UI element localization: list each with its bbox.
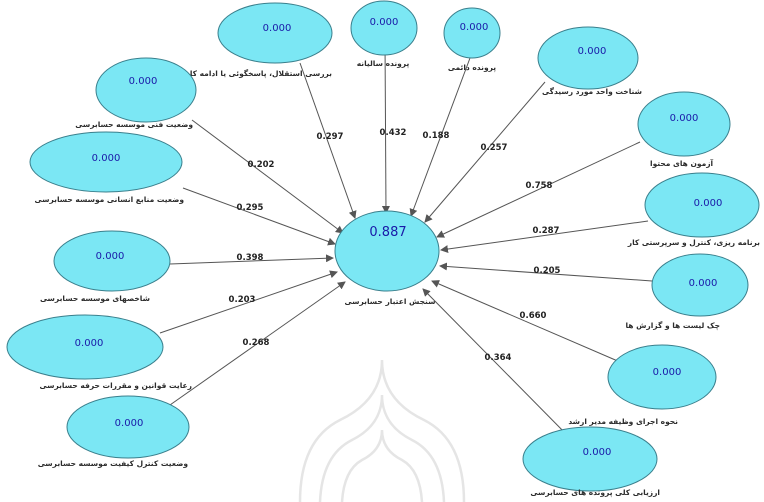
edge-n9 [169, 254, 334, 265]
edge-weight-n11: 0.203 [229, 295, 256, 305]
edge-n3 [409, 57, 471, 217]
edge-n14 [422, 288, 573, 441]
node-value: 0.000 [129, 76, 158, 87]
node-value: 0.000 [689, 278, 718, 289]
node-value: 0.000 [115, 418, 144, 429]
node-n13[interactable]: 0.000 وضعیت کنترل کیفیت موسسه حسابرسی [38, 395, 190, 468]
node-label: پرونده سالیانه [357, 59, 410, 68]
node-n14[interactable]: 0.000 ارزیابی کلی پرونده های حسابرسی [522, 426, 660, 497]
node-value: 0.000 [460, 22, 489, 33]
watermark-logo [298, 359, 466, 502]
node-n10[interactable]: 0.000 چک لیست ها و گزارش ها [625, 253, 749, 330]
node-label: شناخت واحد مورد رسیدگی [542, 87, 642, 96]
node-label: ارزیابی کلی پرونده های حسابرسی [530, 488, 660, 497]
node-label: برنامه ریزی، کنترل و سرپرستی کار [627, 238, 760, 247]
node-n8[interactable]: 0.000 برنامه ریزی، کنترل و سرپرستی کار [627, 172, 760, 247]
node-label: وضعیت کنترل کیفیت موسسه حسابرسی [38, 459, 189, 468]
node-n9[interactable]: 0.000 شاخصهای موسسه حسابرسی [40, 230, 171, 303]
node-n7[interactable]: 0.000 وضعیت منابع انسانی موسسه حسابرسی [29, 131, 185, 204]
edge-weight-n5: 0.202 [248, 160, 275, 170]
edge-n7 [182, 187, 336, 246]
edges [159, 39, 653, 441]
node-n11[interactable]: 0.000 رعایت قوانین و مقررات حرفه حسابرسی [6, 314, 192, 390]
node-label: رعایت قوانین و مقررات حرفه حسابرسی [39, 381, 192, 390]
node-n6[interactable]: 0.000 آزمون های محتوا [637, 91, 731, 168]
edge-weight-n12: 0.660 [520, 311, 547, 321]
edge-weight-n13: 0.268 [243, 338, 270, 348]
edge-weight-n7: 0.295 [237, 203, 264, 213]
edge-n8 [440, 220, 649, 253]
edge-weight-n8: 0.287 [533, 226, 560, 236]
node-label: وضعیت فنی موسسه حسابرسی [75, 120, 193, 129]
node-label: نحوه اجرای وظیفه مدیر ارشد [568, 417, 678, 426]
node-n1[interactable]: 0.000 بررسی استقلال، پاسخگوئی یا ادامه ک… [185, 2, 333, 78]
node-label: شاخصهای موسسه حسابرسی [40, 294, 150, 303]
edge-n2 [381, 39, 390, 214]
node-n2[interactable]: 0.000 پرونده سالیانه [350, 0, 418, 68]
node-n4[interactable]: 0.000 شناخت واحد مورد رسیدگی [537, 26, 642, 96]
edge-n11 [159, 270, 338, 334]
node-value: 0.000 [370, 17, 399, 28]
node-label: پرونده دائمی [448, 63, 496, 72]
node-n3[interactable]: 0.000 پرونده دائمی [443, 7, 501, 72]
edge-n10 [439, 262, 653, 282]
edge-weight-n2: 0.432 [380, 128, 407, 138]
edge-weights: 0.297 0.432 0.188 0.257 0.202 0.758 0.29… [229, 128, 561, 363]
edge-weight-n9: 0.398 [237, 253, 264, 263]
node-label: آزمون های محتوا [650, 158, 714, 168]
edge-n6 [436, 141, 641, 238]
node-value: 0.000 [653, 367, 682, 378]
node-value: 0.000 [92, 153, 121, 164]
node-value: 0.000 [694, 198, 723, 209]
node-label: چک لیست ها و گزارش ها [625, 321, 720, 330]
node-n12[interactable]: 0.000 نحوه اجرای وظیفه مدیر ارشد [568, 344, 717, 426]
edge-weight-n10: 0.205 [534, 266, 561, 276]
node-n5[interactable]: 0.000 وضعیت فنی موسسه حسابرسی [75, 57, 197, 129]
node-value: 0.000 [670, 113, 699, 124]
node-value: 0.000 [75, 338, 104, 349]
edge-n4 [424, 81, 546, 223]
node-value: 0.000 [583, 447, 612, 458]
edge-n1 [299, 62, 357, 219]
node-value: 0.000 [263, 23, 292, 34]
center-node-label: سنجش اعتبار حسابرسی [345, 297, 436, 306]
center-node[interactable]: 0.887 سنجش اعتبار حسابرسی [334, 210, 440, 306]
edge-n12 [431, 280, 621, 363]
node-label: وضعیت منابع انسانی موسسه حسابرسی [35, 195, 185, 204]
edge-weight-n3: 0.188 [423, 131, 450, 141]
edge-weight-n14: 0.364 [485, 353, 512, 363]
node-value: 0.000 [578, 46, 607, 57]
edge-n5 [191, 119, 344, 234]
edge-n13 [159, 281, 346, 413]
edge-weight-n1: 0.297 [317, 132, 344, 142]
node-value: 0.000 [96, 251, 125, 262]
edge-weight-n4: 0.257 [481, 143, 508, 153]
center-node-value: 0.887 [369, 225, 406, 240]
node-label: بررسی استقلال، پاسخگوئی یا ادامه کار [185, 69, 333, 78]
edge-weight-n6: 0.758 [526, 181, 553, 191]
